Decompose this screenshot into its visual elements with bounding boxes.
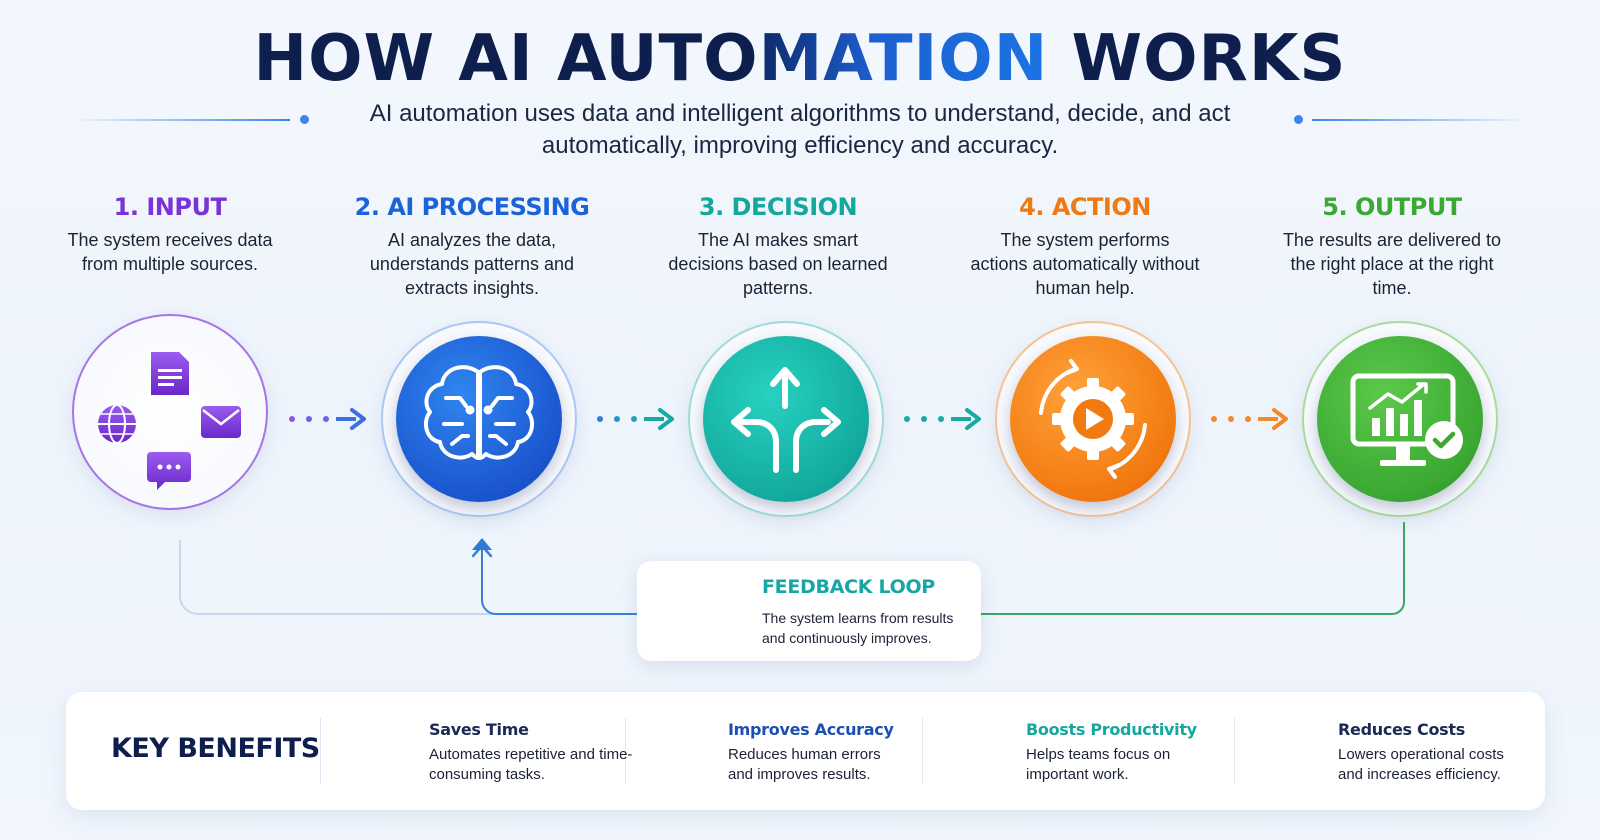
benefit-separator: [625, 718, 626, 784]
benefit-title-saves-time: Saves Time: [429, 720, 529, 739]
page-subtitle: AI automation uses data and intelligent …: [369, 100, 1231, 159]
benefit-separator: [320, 718, 321, 784]
step-desc-decision: The AI makes smart decisions based on le…: [668, 230, 888, 298]
title-decoration-dot-left: [300, 115, 309, 124]
key-benefits-title: KEY BENEFITS: [111, 733, 320, 764]
title-decoration-dot-right: [1294, 115, 1303, 124]
step-title-action: 4. ACTION: [1019, 193, 1151, 221]
globe-icon: [98, 404, 136, 444]
arrow-action-to-output: [1211, 408, 1288, 430]
key-benefits-panel: [66, 692, 1545, 810]
step-desc-action: The system performs actions automaticall…: [970, 230, 1200, 298]
brain-icon: [423, 365, 535, 460]
document-icon: [151, 352, 189, 395]
benefit-title-boosts-productivity: Boosts Productivity: [1026, 720, 1197, 739]
step-desc-ai-processing: AI analyzes the data, understands patter…: [369, 230, 575, 298]
step-title-output: 5. OUTPUT: [1322, 193, 1462, 221]
feedback-loop-desc: The system learns from results and conti…: [762, 610, 954, 646]
title-decoration-line-right: [1312, 119, 1530, 121]
arrow-decision-to-action: [904, 408, 981, 430]
feedback-loop-card: [637, 561, 981, 661]
step-title-ai-processing: 2. AI PROCESSING: [354, 193, 590, 221]
benefit-desc-improves-accuracy: Reduces human errors and improves result…: [728, 746, 881, 783]
feedback-loop-title: FEEDBACK LOOP: [762, 576, 935, 598]
benefit-desc-saves-time: Automates repetitive and time-consuming …: [429, 746, 633, 783]
chat-bubble-icon: [147, 452, 191, 490]
data-sources-icon: [98, 352, 241, 490]
benefit-desc-reduces-costs: Lowers operational costs and increases e…: [1338, 746, 1504, 783]
benefit-title-improves-accuracy: Improves Accuracy: [728, 720, 894, 739]
step-title-decision: 3. DECISION: [698, 193, 858, 221]
feedback-loop-lines: [179, 522, 1405, 615]
arrow-processing-to-decision: [597, 408, 674, 430]
gear-play-icon: [1039, 359, 1147, 479]
benefit-separator: [1234, 718, 1235, 784]
mail-icon: [201, 406, 241, 438]
benefit-separator: [922, 718, 923, 784]
benefit-title-reduces-costs: Reduces Costs: [1338, 720, 1465, 739]
step-desc-output: The results are delivered to the right p…: [1282, 230, 1502, 298]
monitor-chart-check-icon: [1350, 373, 1463, 466]
decision-arrows-icon: [731, 367, 841, 473]
feedback-arrow-head: [472, 538, 492, 550]
step-desc-input: The system receives data from multiple s…: [67, 230, 273, 274]
arrow-input-to-processing: [289, 408, 366, 430]
benefit-desc-boosts-productivity: Helps teams focus on important work.: [1026, 746, 1171, 783]
page-title: HOW AI AUTOMATION WORKS: [253, 22, 1347, 96]
step-core-decision: [703, 336, 869, 502]
step-title-input: 1. INPUT: [113, 193, 227, 221]
title-decoration-line-left: [70, 119, 290, 121]
